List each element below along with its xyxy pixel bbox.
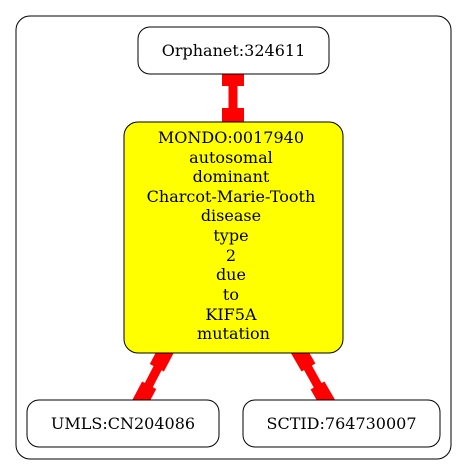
mondo-line: 2 [226,246,236,265]
node-umls-label: UMLS:CN204086 [51,414,195,433]
mondo-line: type [213,226,248,245]
mondo-line: to [223,285,239,304]
mondo-line: MONDO:0017940 [158,128,304,147]
node-umls[interactable]: UMLS:CN204086 [26,399,220,448]
node-mondo[interactable]: MONDO:0017940 autosomal dominant Charcot… [123,121,344,354]
node-sctid-label: SCTID:764730007 [266,414,416,433]
node-orphanet[interactable]: Orphanet:324611 [137,26,330,75]
node-sctid[interactable]: SCTID:764730007 [242,399,441,448]
mondo-line: dominant [193,167,270,186]
node-orphanet-label: Orphanet:324611 [162,41,306,60]
mondo-line: disease [201,206,261,225]
mondo-line: Charcot-Marie-Tooth [147,187,316,206]
mondo-line: due [216,265,246,284]
mondo-line: mutation [197,324,270,343]
node-mondo-label: MONDO:0017940 autosomal dominant Charcot… [147,128,321,343]
mondo-line: autosomal [189,148,273,167]
mondo-line: KIF5A [205,305,257,324]
